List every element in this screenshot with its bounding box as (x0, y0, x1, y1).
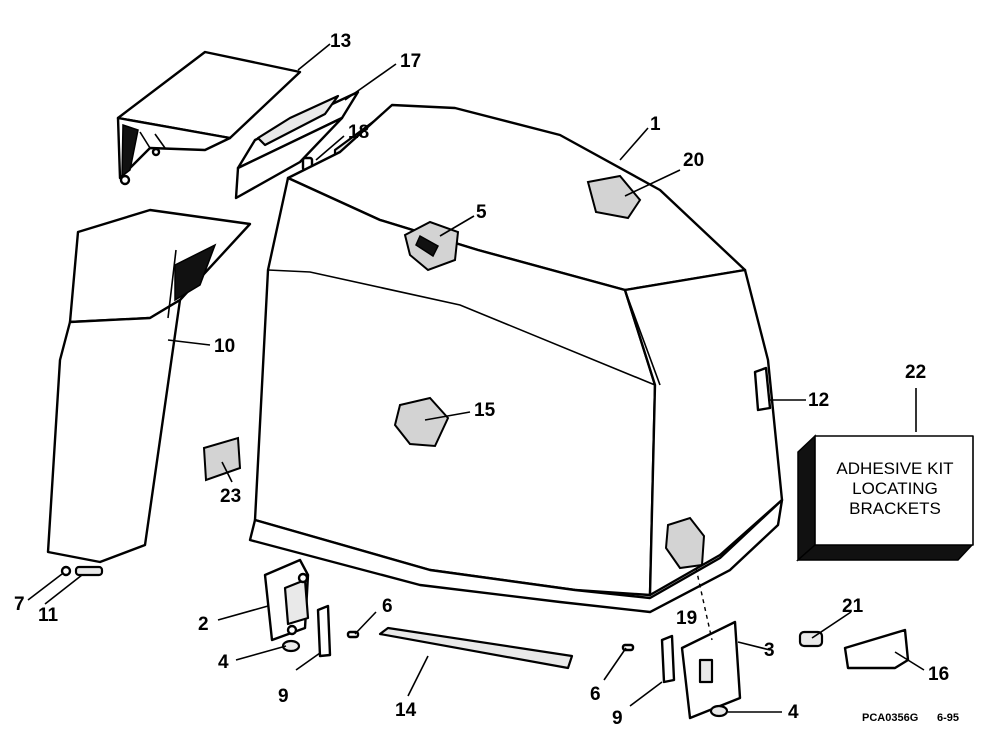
callout-7: 7 (14, 594, 25, 615)
callout-9-left: 9 (278, 686, 289, 707)
callout-16: 16 (928, 664, 949, 685)
part-11-screw (74, 565, 104, 577)
part-16-end-cap (843, 628, 910, 670)
part-1-motor-cover (248, 103, 784, 614)
callout-2: 2 (198, 614, 209, 635)
part-9-latch-hook-left (316, 604, 332, 658)
part-13-vent-cover (116, 50, 302, 186)
callout-1: 1 (650, 114, 661, 135)
kit-text-line3: BRACKETS (849, 499, 941, 518)
adhesive-kit-box: ADHESIVE KIT LOCATING BRACKETS (796, 434, 974, 562)
part-9-latch-hook-right (660, 634, 676, 684)
callout-4-right: 4 (788, 702, 799, 723)
callout-13: 13 (330, 31, 351, 52)
callout-15: 15 (474, 400, 496, 421)
part-3-latch-bracket (680, 620, 742, 720)
part-23-decal (202, 436, 242, 482)
drawing-date: 6-95 (937, 712, 959, 724)
part-17-vent-grille (234, 90, 360, 200)
part-15-pad (393, 396, 450, 448)
callout-3: 3 (764, 640, 775, 661)
part-19-pad (664, 516, 706, 570)
kit-text-line1: ADHESIVE KIT (836, 459, 953, 478)
part-4-knob-left (281, 639, 301, 653)
leader-lines (27, 43, 925, 713)
callout-10: 10 (214, 336, 235, 357)
callout-6-left: 6 (382, 596, 393, 617)
drawing-code: PCA0356G (862, 712, 918, 724)
kit-text-line2: LOCATING (852, 479, 938, 498)
callout-5: 5 (476, 202, 487, 223)
callout-20: 20 (683, 150, 704, 171)
callout-22: 22 (905, 362, 926, 383)
callout-9-right: 9 (612, 708, 623, 729)
callout-17: 17 (400, 51, 421, 72)
callout-12: 12 (808, 390, 829, 411)
part-14-seal-strip (378, 626, 574, 670)
callout-4-left: 4 (218, 652, 229, 673)
callout-23: 23 (220, 486, 241, 507)
part-10-front-cover (46, 208, 252, 564)
callout-14: 14 (395, 700, 417, 721)
part-2-latch-bracket (263, 558, 310, 642)
part-4-knob-right (709, 704, 729, 718)
part-12-bracket (753, 366, 772, 412)
callout-labels: 13 17 18 1 20 5 10 12 22 15 23 19 2 4 6 … (14, 31, 949, 729)
callout-19: 19 (676, 608, 697, 629)
callout-11: 11 (38, 605, 59, 626)
part-20-pad (586, 174, 642, 220)
part-7-washer (60, 565, 72, 577)
callout-6-right: 6 (590, 684, 601, 705)
callout-21: 21 (842, 596, 864, 617)
callout-18: 18 (348, 122, 369, 143)
